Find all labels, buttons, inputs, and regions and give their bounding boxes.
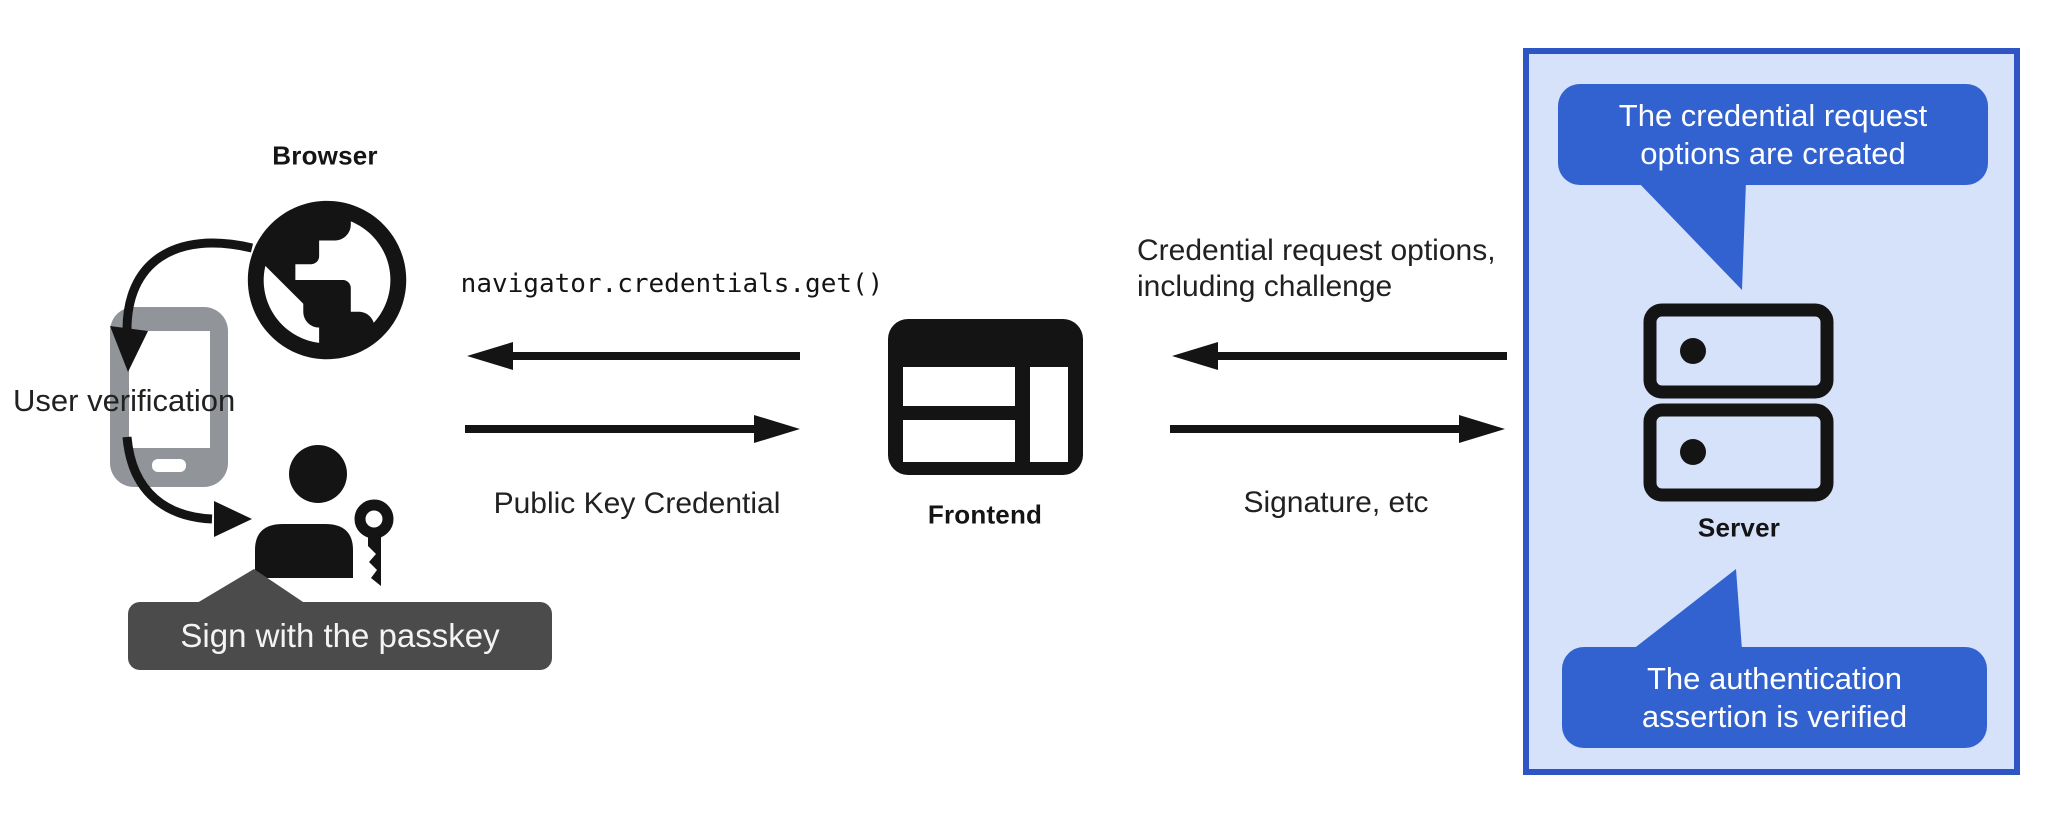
bubble-bottom-tail: [1632, 569, 1742, 650]
curved-arrow-browser-to-phone: [110, 238, 254, 372]
arrow-frontend-to-browser: [467, 342, 800, 370]
browser-label: Browser: [272, 140, 378, 171]
arrow-server-to-frontend: [1172, 342, 1507, 370]
passkey-tooltip-text: Sign with the passkey: [180, 617, 500, 654]
arrow-browser-to-frontend: [465, 415, 800, 443]
public-key-credential-label: Public Key Credential: [493, 487, 781, 520]
server-label: Server: [1697, 512, 1781, 543]
bubble-top-line2: options are created: [1640, 135, 1906, 171]
globe-icon: [247, 200, 407, 360]
user-verification-label: User verification: [13, 383, 236, 418]
frontend-label: Frontend: [927, 499, 1043, 530]
passkey-tooltip: Sign with the passkey: [128, 602, 552, 670]
tooltip-pointer: [192, 569, 309, 606]
credential-request-options-line2: including challenge: [1137, 270, 1393, 303]
key-icon: [354, 499, 394, 586]
bubble-bottom-line2: assertion is verified: [1641, 698, 1908, 734]
credential-request-options-line1: Credential request options,: [1137, 234, 1496, 267]
bubble-top-line1: The credential request: [1618, 97, 1928, 133]
signature-label: Signature, etc: [1243, 486, 1429, 519]
person-icon: [255, 445, 353, 578]
bubble-top-tail: [1637, 181, 1746, 290]
credential-request-options-label: Credential request options, including ch…: [1137, 233, 1496, 305]
smartphone-icon: [110, 307, 228, 487]
browser-window-icon: [888, 319, 1083, 475]
credentials-get-call-label: navigator.credentials.get(): [460, 269, 884, 299]
bubble-bottom-line1: The authentication: [1646, 660, 1903, 696]
server-stack-icon: [1643, 303, 1834, 502]
speech-bubble-assertion-verified: The authentication assertion is verified: [1562, 647, 1987, 748]
arrow-frontend-to-server: [1170, 415, 1505, 443]
curved-arrow-phone-to-user: [122, 436, 252, 537]
speech-bubble-credential-options: The credential request options are creat…: [1558, 84, 1988, 185]
